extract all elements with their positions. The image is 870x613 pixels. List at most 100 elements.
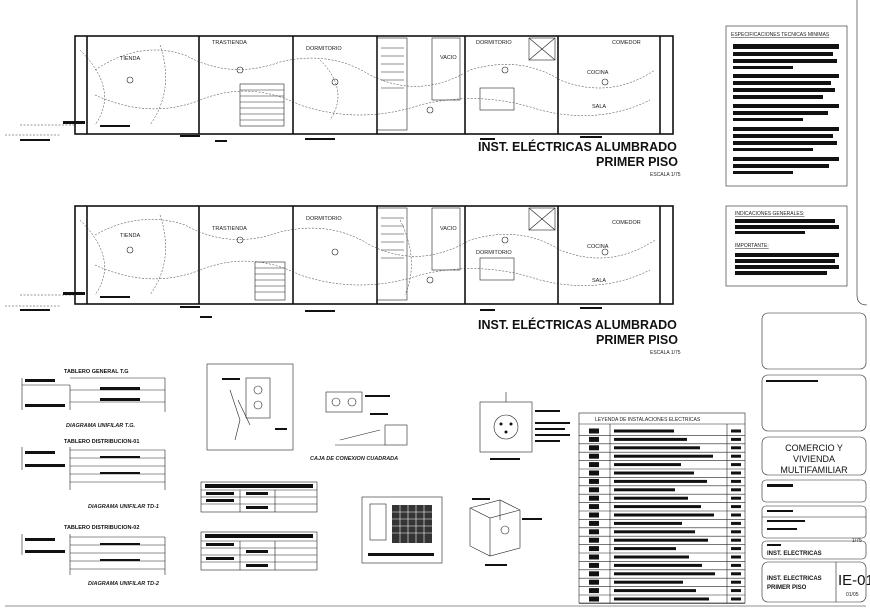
legend-description <box>614 429 674 433</box>
project-name-line-2: VIVIENDA <box>793 454 835 464</box>
legend-table: LEYENDA DE INSTALACIONES ELECTRICAS <box>578 412 746 604</box>
room-label-vacio: VACIO <box>440 55 457 61</box>
legend-description <box>614 521 682 525</box>
plan-1-title: INST. ELÉCTRICAS ALUMBRADO <box>478 139 677 154</box>
legend-description <box>614 572 715 576</box>
detail-grid-panel <box>361 496 443 564</box>
legend-symbol <box>589 562 599 568</box>
plan-1-subtitle: PRIMER PISO <box>596 155 678 169</box>
unifilar-diagram-td1: TABLERO DISTRIBUCION-01 DIAGRAMA UNIFILA… <box>21 439 166 510</box>
legend-title: LEYENDA DE INSTALACIONES ELECTRICAS <box>595 417 701 423</box>
legend-symbol <box>589 445 599 451</box>
legend-quantity <box>731 463 741 467</box>
legend-description <box>614 496 688 500</box>
legend-symbol <box>589 554 599 560</box>
legend-description <box>614 580 683 584</box>
legend-description <box>614 488 675 492</box>
detail-outlet-box <box>206 363 294 451</box>
legend-description <box>614 513 714 517</box>
specifications-heading: ESPECIFICACIONES TECNICAS MINIMAS <box>731 32 830 38</box>
legend-quantity <box>731 597 741 601</box>
unifilar-diagram-td2: TABLERO DISTRIBUCION-02 DIAGRAMA UNIFILA… <box>21 525 166 587</box>
legend-quantity <box>731 572 741 576</box>
legend-quantity <box>731 479 741 483</box>
junction-box-caption: CAJA DE CONEXION CUADRADA <box>310 456 398 462</box>
plan-2-scale: ESCALA 1/75 <box>650 350 681 356</box>
legend-symbol <box>589 596 599 602</box>
room-label-trastienda: TRASTIENDA <box>212 40 247 46</box>
legend-quantity <box>731 555 741 559</box>
legend-description <box>614 437 687 441</box>
detail-outlet-plate <box>479 392 570 460</box>
legend-quantity <box>731 505 741 509</box>
legend-description <box>614 563 702 567</box>
detail-junction-box: CAJA DE CONEXION CUADRADA <box>310 391 408 462</box>
plan-2-title: INST. ELÉCTRICAS ALUMBRADO <box>478 317 677 332</box>
legend-description <box>614 555 689 559</box>
td1-caption: DIAGRAMA UNIFILAR TD-1 <box>88 504 159 510</box>
legend-description <box>614 454 713 458</box>
notes-important-label: IMPORTANTE: <box>735 243 769 249</box>
drawing-name-line-1: INST. ELECTRICAS <box>767 576 822 582</box>
legend-symbol <box>589 453 599 459</box>
td1-title: TABLERO DISTRIBUCION-01 <box>64 439 139 445</box>
legend-quantity <box>731 521 741 525</box>
detail-box-perspective <box>469 498 542 566</box>
general-notes-panel: INDICACIONES GENERALES: IMPORTANTE: <box>725 205 848 287</box>
legend-symbol <box>589 462 599 468</box>
room-label-cocina: COCINA <box>587 70 609 76</box>
sheet-number: IE-01 <box>838 572 870 589</box>
notes-heading: INDICACIONES GENERALES: <box>735 211 804 217</box>
legend-quantity <box>731 513 741 517</box>
floor-plan-2: TIENDA TRASTIENDA DORMITORIO VACIO DORMI… <box>5 205 674 318</box>
drawing-name-line-2: PRIMER PISO <box>767 585 807 591</box>
legend-description <box>614 597 709 601</box>
sheet-count: 01/05 <box>846 592 859 598</box>
tg-title: TABLERO GENERAL T.G <box>64 369 129 375</box>
legend-symbol <box>589 470 599 476</box>
legend-quantity <box>731 547 741 551</box>
floor-plan-1: TIENDA TRASTIENDA DORMITORIO VACIO DORMI… <box>5 35 674 142</box>
room-label-comedor-2: COMEDOR <box>612 220 641 226</box>
legend-quantity <box>731 580 741 584</box>
room-label-tienda: TIENDA <box>120 56 141 62</box>
plan-2-subtitle: PRIMER PISO <box>596 333 678 347</box>
legend-description <box>614 530 695 534</box>
legend-symbol <box>589 487 599 493</box>
scale-label: 1/75 <box>852 538 862 544</box>
legend-symbol <box>589 512 599 518</box>
legend-quantity <box>731 488 741 492</box>
legend-symbol <box>589 537 599 543</box>
legend-symbol <box>589 571 599 577</box>
unifilar-diagram-tg: TABLERO GENERAL T.G DIAGRAMA UNIFILAR T.… <box>21 369 166 429</box>
load-table-1 <box>200 481 318 513</box>
load-table-2 <box>200 531 318 571</box>
legend-quantity <box>731 538 741 542</box>
room-label-tienda-2: TIENDA <box>120 233 141 239</box>
tg-caption: DIAGRAMA UNIFILAR T.G. <box>66 423 136 429</box>
room-label-cocina-2: COCINA <box>587 244 609 250</box>
legend-description <box>614 471 694 475</box>
legend-quantity <box>731 446 741 450</box>
legend-symbol <box>589 504 599 510</box>
room-label-comedor: COMEDOR <box>612 40 641 46</box>
specifications-panel: ESPECIFICACIONES TECNICAS MINIMAS <box>725 25 848 187</box>
legend-symbol <box>589 529 599 535</box>
plan-1-scale: ESCALA 1/75 <box>650 172 681 178</box>
td2-title: TABLERO DISTRIBUCION-02 <box>64 525 139 531</box>
legend-symbol <box>589 428 599 434</box>
legend-symbol <box>589 478 599 484</box>
room-label-sala: SALA <box>592 104 606 110</box>
legend-quantity <box>731 496 741 500</box>
legend-symbol <box>589 495 599 501</box>
legend-description <box>614 479 707 483</box>
legend-symbol <box>589 436 599 442</box>
legend-quantity <box>731 589 741 593</box>
legend-description <box>614 547 676 551</box>
td2-caption: DIAGRAMA UNIFILAR TD-2 <box>88 581 159 587</box>
title-block <box>761 312 867 603</box>
legend-rows <box>579 428 745 604</box>
room-label-trastienda-2: TRASTIENDA <box>212 226 247 232</box>
